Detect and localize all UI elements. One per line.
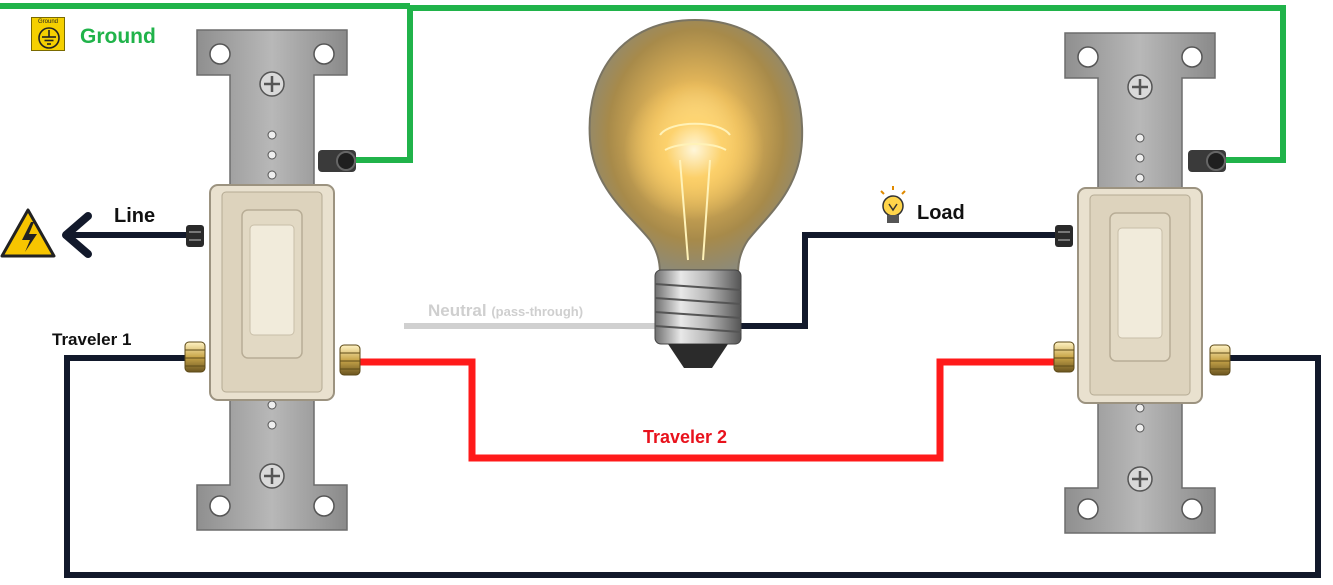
left-three-way-switch (184, 28, 361, 532)
left-switch-traveler-terminal-2 (339, 344, 361, 376)
left-switch-traveler-terminal-1 (184, 341, 206, 373)
neutral-label-main: Neutral (428, 301, 487, 320)
right-switch-ground-terminal (1188, 150, 1226, 172)
ground-wire (352, 5, 1286, 163)
ground-icon: Ground (31, 17, 65, 51)
neutral-label-note: (pass-through) (491, 304, 584, 319)
traveler-1-label: Traveler 1 (52, 330, 132, 349)
right-switch-traveler-terminal-1 (1053, 341, 1075, 373)
light-bulb-icon (588, 18, 804, 368)
load-label: Load (917, 202, 965, 224)
ground-icon-text: Ground (37, 19, 58, 25)
arrow-left-icon (62, 212, 92, 258)
high-voltage-warning-icon (0, 208, 56, 258)
left-switch-common-terminal (186, 225, 204, 247)
right-switch-traveler-terminal-2 (1209, 344, 1231, 376)
traveler-2-label: Traveler 2 (643, 427, 728, 447)
ground-label: Ground (80, 25, 156, 48)
neutral-label: Neutral (pass-through) (428, 302, 583, 319)
traveler-2-wire (353, 358, 1062, 462)
traveler-1-wire (64, 355, 1321, 578)
right-switch-common-terminal (1055, 225, 1073, 247)
left-switch-ground-terminal (318, 150, 356, 172)
load-bulb-icon (880, 186, 906, 223)
right-three-way-switch (1053, 31, 1231, 535)
line-label: Line (114, 205, 156, 227)
load-wire (730, 232, 1062, 329)
